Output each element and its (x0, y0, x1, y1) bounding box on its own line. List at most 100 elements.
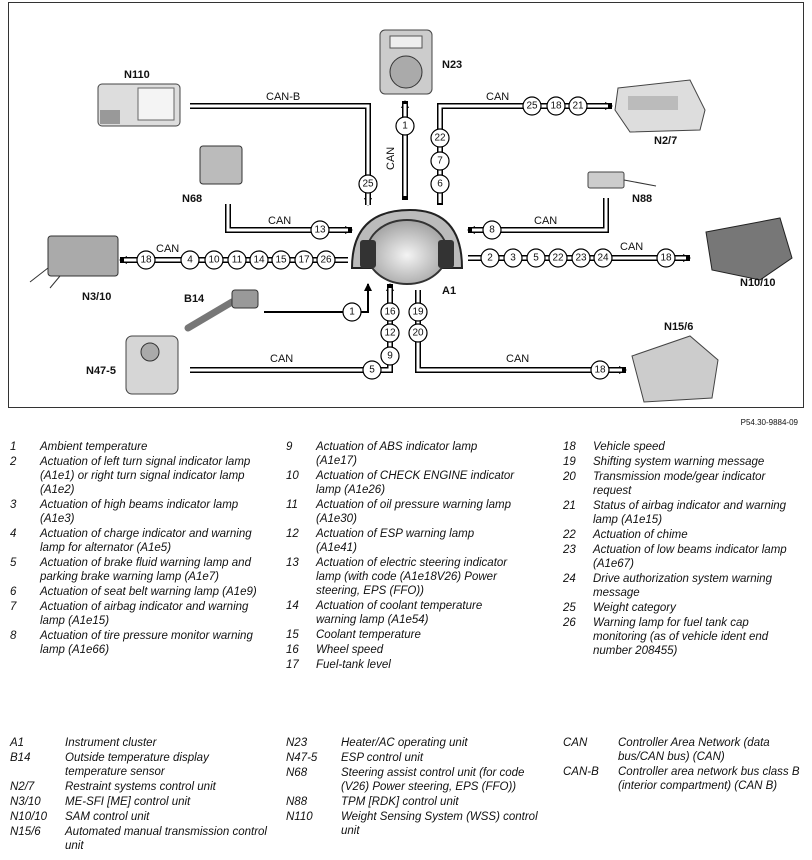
legend-key: 26 (563, 617, 576, 629)
legend-key: 25 (563, 602, 576, 614)
signal-number-n2-7-4: 7 (437, 156, 443, 167)
signal-bubble-n88-0 (482, 220, 502, 240)
legend-value: TPM [RDK] control unit (341, 796, 459, 808)
signal-bubble-n47-5-2 (380, 346, 400, 366)
legend-row: 26 Warning lamp for fuel tank cap monitor… (563, 616, 803, 658)
legend-key: N88 (286, 796, 308, 808)
legend-value: Actuation of brake fluid warning lamp an… (40, 557, 251, 583)
legend-row: 5 Actuation of brake fluid warning lamp a… (10, 556, 272, 584)
label-n3-10: N3/10 (82, 291, 111, 303)
legend-key: 11 (286, 499, 298, 511)
legend-key: 17 (286, 659, 299, 671)
legend-value: Outside temperature display temperature … (65, 752, 209, 778)
signal-bubble-n10-10-6 (656, 248, 676, 268)
legend-key: 14 (286, 600, 299, 612)
legend-value: Steering assist control unit (for code (… (341, 767, 525, 793)
legend-key: N23 (286, 737, 308, 749)
legend-value: Warning lamp for fuel tank cap monitorin… (593, 617, 769, 657)
signal-bubble-n68-0 (310, 220, 330, 240)
n88-module-image (587, 171, 657, 189)
legend-value: Status of airbag indicator and warning l… (593, 500, 787, 526)
signal-bubble-n2-7-4 (430, 151, 450, 171)
legend-key: 2 (10, 456, 17, 468)
can-label-n15-6: CAN (506, 353, 529, 365)
signal-number-n3-10-3: 11 (232, 255, 243, 266)
signal-number-n15-6-0: 19 (412, 307, 424, 318)
label-n110: N110 (124, 69, 150, 81)
can-label-n3-10: CAN (156, 243, 179, 255)
legend-key: 24 (563, 573, 576, 585)
can-label-n10-10: CAN (620, 241, 643, 253)
legend-value: Actuation of airbag indicator and warnin… (40, 601, 249, 627)
legend-key: 21 (563, 500, 576, 512)
n3-10-module-image (29, 235, 119, 289)
legend-value: Shifting system warning message (593, 456, 765, 468)
n2-7-module-image (614, 79, 706, 133)
label-n68: N68 (182, 193, 202, 205)
b14-sensor-image (184, 289, 259, 332)
legend-key: 5 (10, 557, 17, 569)
signal-bubble-n3-10-0 (136, 250, 156, 270)
legend-value: Actuation of CHECK ENGINE indicator lamp… (316, 470, 515, 496)
legend-value: Actuation of charge indicator and warnin… (40, 528, 252, 554)
legend-value: Vehicle speed (593, 441, 665, 453)
signal-bubble-n2-7-3 (430, 128, 450, 148)
legend-key: B14 (10, 752, 31, 764)
legend-key: 15 (286, 629, 299, 641)
legend-value: Weight category (593, 602, 676, 614)
signal-bubble-n10-10-4 (571, 248, 591, 268)
signal-bubble-n3-10-7 (316, 250, 336, 270)
legend-value: Heater/AC operating unit (341, 737, 468, 749)
legend-key: CAN (563, 737, 588, 749)
legend-value: Actuation of ABS indicator lamp (A1e17) (316, 441, 478, 467)
legend-value: ESP control unit (341, 752, 424, 764)
signal-number-n3-10-4: 14 (253, 255, 265, 266)
signal-bubble-n2-7-2 (568, 96, 588, 116)
legend-key: 23 (563, 544, 576, 556)
label-n2-7: N2/7 (654, 135, 677, 147)
n15-6-module-image (631, 335, 719, 403)
label-n23: N23 (442, 59, 462, 71)
signal-number-n2-7-0: 25 (526, 101, 538, 112)
signal-number-n3-10-6: 17 (298, 255, 310, 266)
n47-5-module-image (125, 335, 179, 395)
can-label-n47-5: CAN (270, 353, 293, 365)
signal-bubble-n110-0 (358, 174, 378, 194)
signal-number-n2-7-1: 18 (550, 101, 562, 112)
signal-number-n10-10-1: 3 (510, 253, 516, 264)
legend-value: Coolant temperature (316, 629, 421, 641)
signal-number-n2-7-5: 6 (437, 179, 443, 190)
legend-value: Automated manual transmission control un… (65, 826, 267, 852)
legend-value: Actuation of tire pressure monitor warni… (40, 630, 253, 656)
label-n15-6: N15/6 (664, 321, 693, 333)
signal-number-n10-10-3: 22 (552, 253, 564, 264)
legend-value: Ambient temperature (40, 441, 148, 453)
legend-key: 4 (10, 528, 17, 540)
legend-key: CAN-B (563, 766, 599, 778)
signal-number-n3-10-2: 10 (208, 255, 220, 266)
legend-row: N88 TPM [RDK] control unit (286, 795, 538, 809)
legend-key: 18 (563, 441, 576, 453)
signal-bubble-n47-5-1 (380, 323, 400, 343)
legend-value: Actuation of ESP warning lamp (A1e41) (316, 528, 475, 554)
signal-number-n3-10-1: 4 (187, 255, 193, 266)
legend-key: N15/6 (10, 826, 41, 838)
legend-key: 16 (286, 644, 299, 656)
n110-module-image (97, 83, 181, 127)
signal-bubble-n10-10-2 (526, 248, 546, 268)
figure-reference: P54.30-9884-09 (740, 418, 798, 427)
signal-bubble-n2-7-0 (522, 96, 542, 116)
legend-value: Actuation of high beams indicator lamp (… (40, 499, 239, 525)
